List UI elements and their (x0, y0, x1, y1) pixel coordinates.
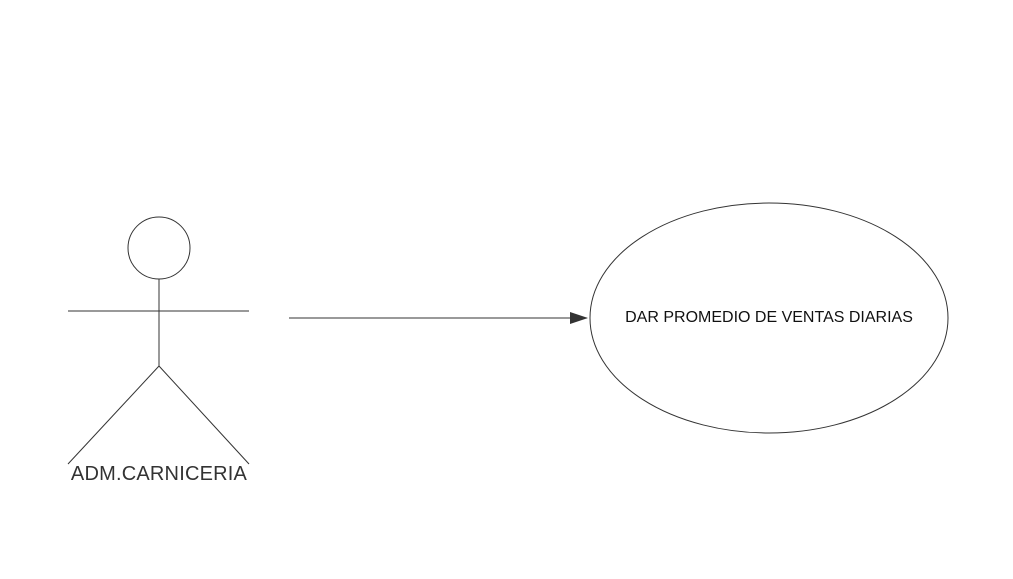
actor-head (127, 216, 191, 280)
actor-stick-figure[interactable] (67, 216, 250, 465)
use-case-label: DAR PROMEDIO DE VENTAS DIARIAS (625, 309, 913, 326)
actor-right-leg (158, 365, 250, 465)
actor-left-leg (67, 365, 160, 465)
actor-label: ADM.CARNICERIA (70, 463, 248, 485)
use-case-ellipse[interactable] (589, 202, 949, 434)
